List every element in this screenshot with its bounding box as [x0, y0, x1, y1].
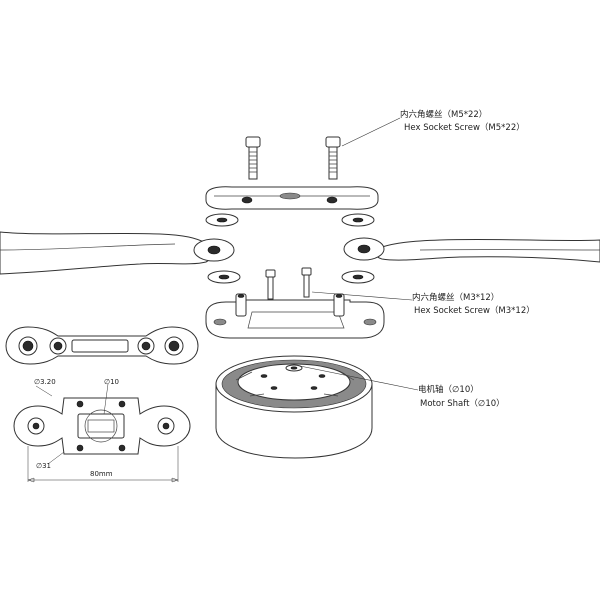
- motor-shaft-label-cn: 电机轴（∅10）: [418, 384, 479, 395]
- m5-screw-right: [325, 136, 341, 180]
- washer-upper-left: [205, 213, 239, 227]
- right-propeller-blade: [343, 237, 600, 263]
- base-hub: [205, 293, 385, 339]
- motor: [215, 355, 373, 459]
- m5-screw-label-en: Hex Socket Screw（M5*22）: [404, 122, 525, 133]
- m3-screws: [265, 267, 312, 300]
- m5-screw-label-cn: 内六角螺丝（M5*22）: [400, 109, 487, 120]
- plate-top-view: [5, 326, 199, 365]
- m3-screw-label-en: Hex Socket Screw（M3*12）: [414, 305, 535, 316]
- shaft-diameter-dim: ∅10: [104, 378, 119, 386]
- m3-screw-label-cn: 内六角螺丝（M3*12）: [412, 292, 499, 303]
- m5-screw-left: [245, 136, 261, 180]
- hub-top-view: [13, 383, 191, 483]
- motor-shaft-leader: [299, 365, 419, 391]
- washer-lower-left: [207, 270, 241, 284]
- overall-length-dim: 80mm: [90, 470, 113, 478]
- hole-diameter-dim: ∅3.20: [34, 378, 56, 386]
- motor-shaft-label-en: Motor Shaft（∅10）: [420, 398, 505, 409]
- m5-screw-leader: [341, 117, 401, 147]
- bolt-circle-dim: ∅31: [36, 462, 51, 470]
- washer-upper-right: [341, 213, 375, 227]
- left-propeller-blade: [0, 231, 235, 275]
- washer-lower-right: [341, 270, 375, 284]
- m3-screw-leader: [311, 291, 413, 301]
- top-clamp-plate: [205, 186, 379, 210]
